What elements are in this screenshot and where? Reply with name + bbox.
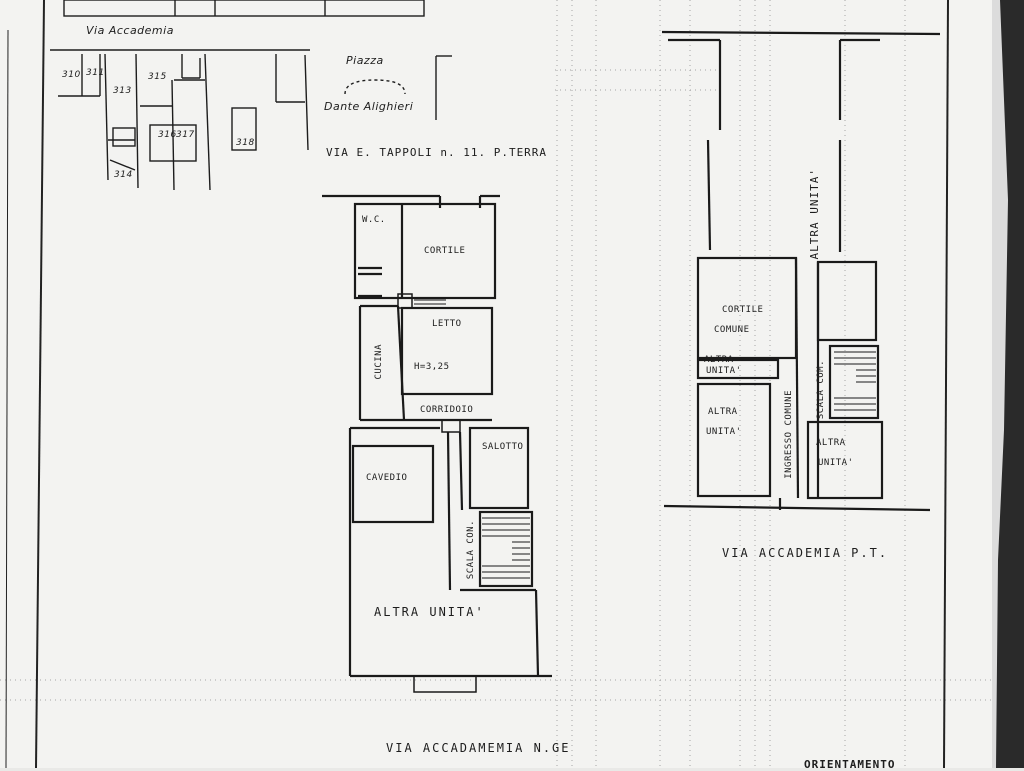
room-altra-unita-top: ALTRA UNITA' [808, 168, 821, 260]
plan-left-title: VIA E. TAPPOLI n. 11. P.TERRA [326, 146, 548, 159]
room-altra-unita: ALTRA UNITA' [374, 605, 485, 619]
sheet-frame [5, 0, 949, 768]
room-scala-com: SCALA COM. [816, 360, 826, 420]
piazza-label: Piazza [346, 54, 384, 67]
parcel-label: 310 [62, 70, 81, 80]
parcel-label: 318 [236, 138, 255, 148]
parcel-label: 311 [86, 68, 105, 78]
room-altra-unita-small: ALTRA [704, 355, 734, 365]
room-altra-unita-left: UNITA' [706, 427, 742, 437]
street-label-top: Via Accademia [86, 24, 174, 37]
room-height: H=3,25 [414, 362, 450, 372]
room-cortile: CORTILE [424, 246, 466, 256]
room-altra-unita-right: ALTRA [816, 438, 846, 448]
room-salotto: SALOTTO [482, 442, 524, 452]
room-letto: LETTO [432, 319, 462, 329]
room-cucina: CUCINA [374, 344, 384, 380]
room-altra-unita-left: ALTRA [708, 407, 738, 417]
room-corridoio: CORRIDOIO [420, 405, 474, 415]
right-floor-plan [661, 30, 941, 512]
piazza-name-label: Dante Alighieri [324, 100, 414, 113]
parcel-label: 313 [113, 86, 132, 96]
room-wc: W.C. [362, 215, 386, 225]
scan-edge-shadow [996, 0, 1024, 768]
room-scala: SCALA CON. [466, 520, 476, 580]
parcel-label: 314 [114, 170, 133, 180]
parcel-label: 317 [176, 130, 195, 140]
street-label-bottom-left: VIA ACCADAMEMIA N.GE [386, 741, 571, 755]
room-cavedio: CAVEDIO [366, 473, 408, 483]
room-cortile-comune: CORTILE [722, 305, 764, 315]
left-floor-plan [322, 194, 552, 693]
parcel-label: 316 [158, 130, 177, 140]
room-altra-unita-small: UNITA' [706, 366, 742, 376]
street-label-bottom-right: VIA ACCADEMIA P.T. [722, 546, 889, 560]
orientamento-label: ORIENTAMENTO [804, 758, 896, 771]
room-cortile-comune: COMUNE [714, 325, 750, 335]
cadastral-sketch [50, 0, 452, 191]
room-altra-unita-right: UNITA' [818, 458, 854, 468]
parcel-label: 315 [148, 72, 167, 82]
room-ingresso-comune: INGRESSO COMUNE [784, 390, 794, 479]
